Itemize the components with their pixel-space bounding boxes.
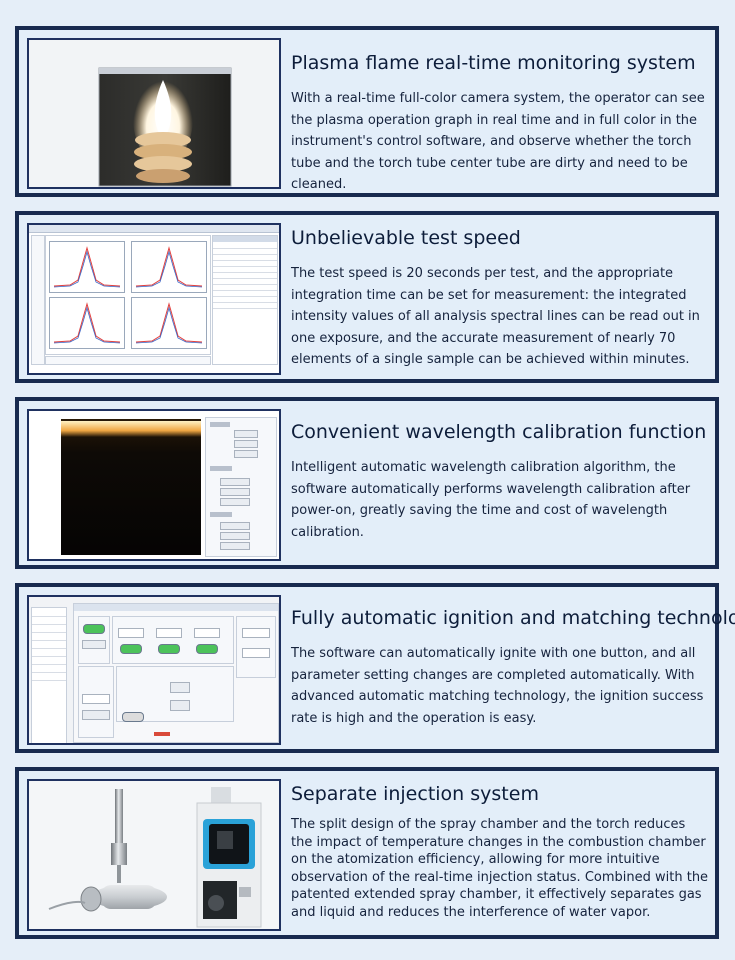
plasma-flame-image bbox=[27, 38, 281, 189]
section-title: Plasma flame real-time monitoring system bbox=[291, 52, 696, 74]
injection-system-image bbox=[27, 779, 281, 931]
peak-chart-3 bbox=[49, 297, 125, 349]
wavelength-calibration-screenshot bbox=[27, 409, 281, 561]
section-body: Intelligent automatic wavelength calibra… bbox=[291, 460, 691, 540]
feature-card-automatic-ignition: Fully automatic ignition and matching te… bbox=[15, 583, 735, 753]
matching-toggle[interactable] bbox=[122, 712, 144, 722]
feature-card-wavelength-calibration: Convenient wavelength calibration functi… bbox=[15, 397, 719, 569]
section-title: Fully automatic ignition and matching te… bbox=[291, 607, 735, 629]
section-body: The test speed is 20 seconds per test, a… bbox=[291, 266, 700, 367]
ignition-control-screenshot bbox=[27, 595, 281, 745]
rf-power-group bbox=[236, 616, 276, 678]
calibration-settings-panel bbox=[205, 417, 277, 557]
feature-card-test-speed: Unbelievable test speed The test speed i… bbox=[15, 211, 719, 383]
ignition-toggle[interactable] bbox=[83, 624, 105, 634]
section-title: Unbelievable test speed bbox=[291, 227, 521, 249]
section-body: The software can automatically ignite wi… bbox=[291, 646, 704, 726]
element-list-panel bbox=[31, 607, 67, 743]
injection-system-illustration bbox=[29, 781, 279, 929]
peak-curve bbox=[135, 302, 203, 344]
peak-chart-1 bbox=[49, 241, 125, 293]
left-nav-panel bbox=[31, 235, 45, 365]
feature-card-plasma-monitoring: Plasma flame real-time monitoring system… bbox=[15, 26, 719, 197]
peak-curve bbox=[53, 246, 121, 288]
ignite-button[interactable] bbox=[82, 640, 106, 649]
gas-toggle-1[interactable] bbox=[120, 644, 142, 654]
peak-chart-4 bbox=[131, 297, 207, 349]
results-table bbox=[212, 235, 278, 365]
status-bar bbox=[45, 356, 211, 365]
peak-curve bbox=[53, 302, 121, 344]
window-title-bar bbox=[29, 225, 279, 233]
gas-toggle-3[interactable] bbox=[196, 644, 218, 654]
feature-card-injection-system: Separate injection system The split desi… bbox=[15, 767, 719, 939]
ignition-dialog bbox=[73, 603, 279, 743]
camera-view bbox=[61, 419, 201, 555]
peak-chart-2 bbox=[131, 241, 207, 293]
gas-toggle-2[interactable] bbox=[158, 644, 180, 654]
section-body: With a real-time full-color camera syste… bbox=[291, 91, 705, 192]
section-title: Convenient wavelength calibration functi… bbox=[291, 421, 707, 443]
spectral-analysis-screenshot bbox=[27, 223, 281, 375]
section-title: Separate injection system bbox=[291, 783, 539, 805]
peak-curve bbox=[135, 246, 203, 288]
plasma-flame-illustration bbox=[29, 40, 279, 187]
section-body: The split design of the spray chamber an… bbox=[291, 817, 709, 920]
gas-flow-group bbox=[112, 616, 234, 664]
